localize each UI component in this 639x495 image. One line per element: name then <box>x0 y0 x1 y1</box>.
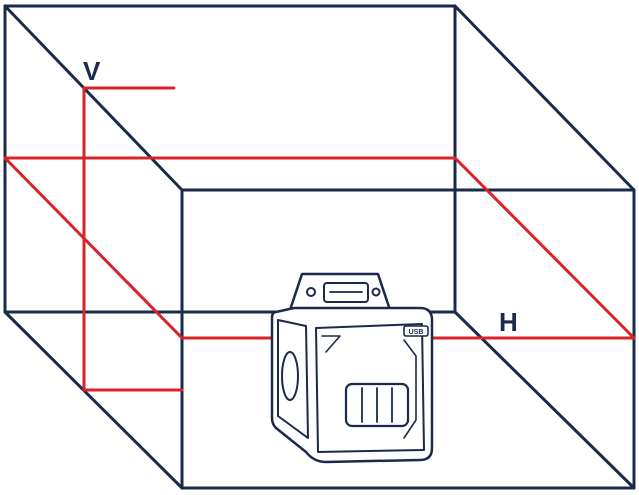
laser-lines <box>3 86 636 392</box>
device-side-panel <box>277 319 309 439</box>
device-front-chamfer-left <box>321 335 341 353</box>
laser-level-device-icon <box>270 272 434 464</box>
edge-top-right <box>453 4 636 192</box>
edge-bottom-left <box>3 310 184 490</box>
room-wireframe <box>3 4 636 490</box>
edge-bottom-right <box>453 310 636 490</box>
device-side-lens <box>281 351 299 401</box>
device-top-right-lens <box>371 287 381 297</box>
device-front-chamfer-right <box>403 339 417 439</box>
device-usb-port <box>403 325 429 337</box>
device-front-face <box>315 323 425 453</box>
horizontal-line-left <box>3 156 184 340</box>
usb-label: USB <box>409 329 424 336</box>
edge-top-left <box>3 4 184 192</box>
horizontal-label: H <box>499 307 518 337</box>
device-top-left-lens <box>306 287 316 297</box>
horizontal-line-right <box>453 156 636 340</box>
vertical-label: V <box>83 56 101 86</box>
